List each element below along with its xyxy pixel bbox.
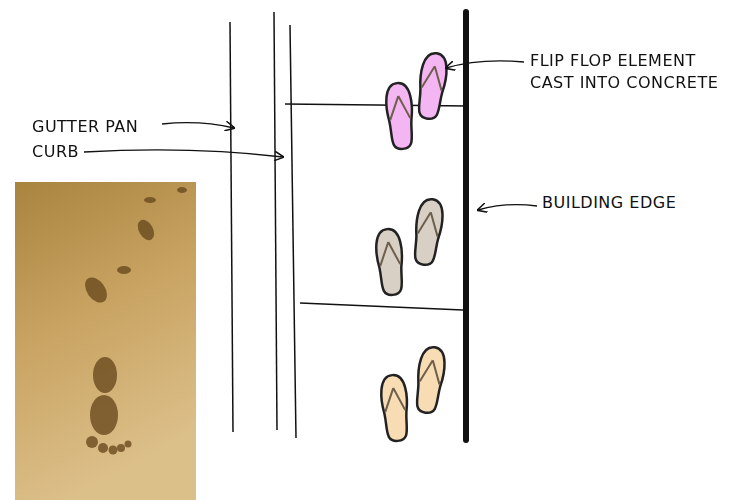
- street-lines: [230, 12, 468, 440]
- leader-lines: [84, 61, 537, 210]
- callout-label: FLIP FLOP ELEMENT CAST INTO CONCRETE: [530, 50, 735, 93]
- sand-photo: [15, 182, 196, 500]
- flip-flop-elements: [375, 52, 449, 442]
- callout-label: GUTTER PAN: [32, 116, 172, 138]
- callout-label: BUILDING EDGE: [542, 192, 732, 214]
- callout-label: CURB: [32, 141, 92, 163]
